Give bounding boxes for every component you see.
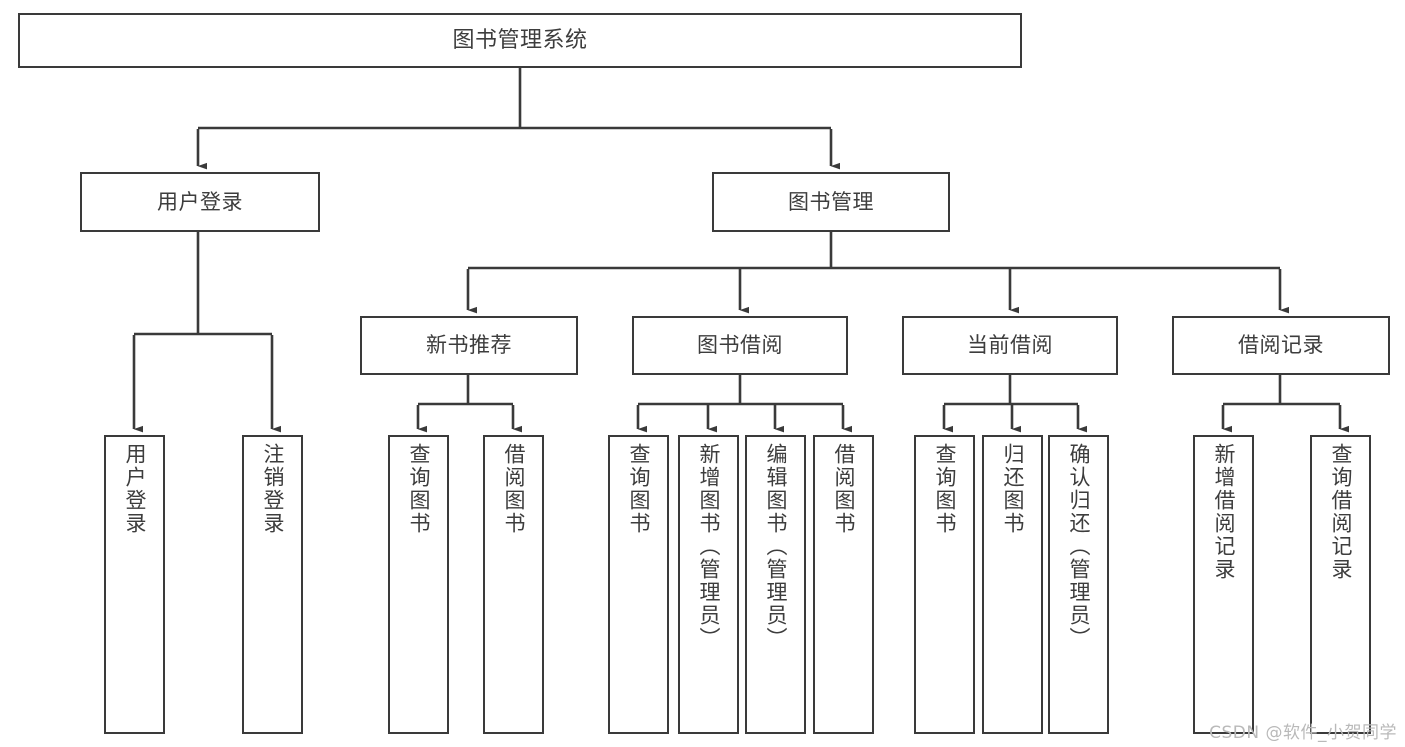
node-label: 图书管理系统	[452, 27, 588, 53]
node-label: 用户登录	[123, 443, 147, 535]
node-leaf-user-login[interactable]: 用户登录	[104, 435, 165, 734]
node-root-book-management-system[interactable]: 图书管理系统	[18, 13, 1022, 68]
node-leaf-add-book[interactable]: 新增图书（管理员）	[678, 435, 739, 734]
node-user-login[interactable]: 用户登录	[80, 172, 320, 232]
node-leaf-query-borrow-record[interactable]: 查询借阅记录	[1310, 435, 1371, 734]
node-label: 查询图书	[407, 443, 431, 535]
node-leaf-edit-book[interactable]: 编辑图书（管理员）	[745, 435, 806, 734]
node-label: 查询借阅记录	[1329, 443, 1353, 581]
node-label: 图书管理	[788, 189, 874, 214]
node-current-borrow[interactable]: 当前借阅	[902, 316, 1118, 375]
node-label: 借阅图书	[832, 443, 856, 535]
node-leaf-logout-login[interactable]: 注销登录	[242, 435, 303, 734]
node-leaf-query-book-2[interactable]: 查询图书	[608, 435, 669, 734]
node-book-borrow[interactable]: 图书借阅	[632, 316, 848, 375]
node-new-book-recommend[interactable]: 新书推荐	[360, 316, 578, 375]
node-leaf-borrow-book-1[interactable]: 借阅图书	[483, 435, 544, 734]
node-label: 注销登录	[261, 443, 285, 535]
node-leaf-query-book-3[interactable]: 查询图书	[914, 435, 975, 734]
node-label: 查询图书	[933, 443, 957, 535]
node-label: 用户登录	[157, 189, 243, 214]
csdn-watermark: CSDN @软件_小贺同学	[1209, 723, 1397, 743]
node-leaf-add-borrow-record[interactable]: 新增借阅记录	[1193, 435, 1254, 734]
node-book-management[interactable]: 图书管理	[712, 172, 950, 232]
node-label: 图书借阅	[697, 333, 783, 358]
node-label: 归还图书	[1001, 443, 1025, 535]
node-label: 新增图书（管理员）	[697, 443, 721, 650]
node-label: 新书推荐	[426, 333, 512, 358]
node-leaf-confirm-return[interactable]: 确认归还（管理员）	[1048, 435, 1109, 734]
node-leaf-query-book-1[interactable]: 查询图书	[388, 435, 449, 734]
node-leaf-return-book[interactable]: 归还图书	[982, 435, 1043, 734]
node-label: 借阅记录	[1238, 333, 1324, 358]
node-borrow-record[interactable]: 借阅记录	[1172, 316, 1390, 375]
node-label: 确认归还（管理员）	[1067, 443, 1091, 650]
node-label: 当前借阅	[967, 333, 1053, 358]
node-label: 借阅图书	[502, 443, 526, 535]
node-label: 新增借阅记录	[1212, 443, 1236, 581]
node-label: 编辑图书（管理员）	[764, 443, 788, 650]
node-label: 查询图书	[627, 443, 651, 535]
node-leaf-borrow-book-2[interactable]: 借阅图书	[813, 435, 874, 734]
